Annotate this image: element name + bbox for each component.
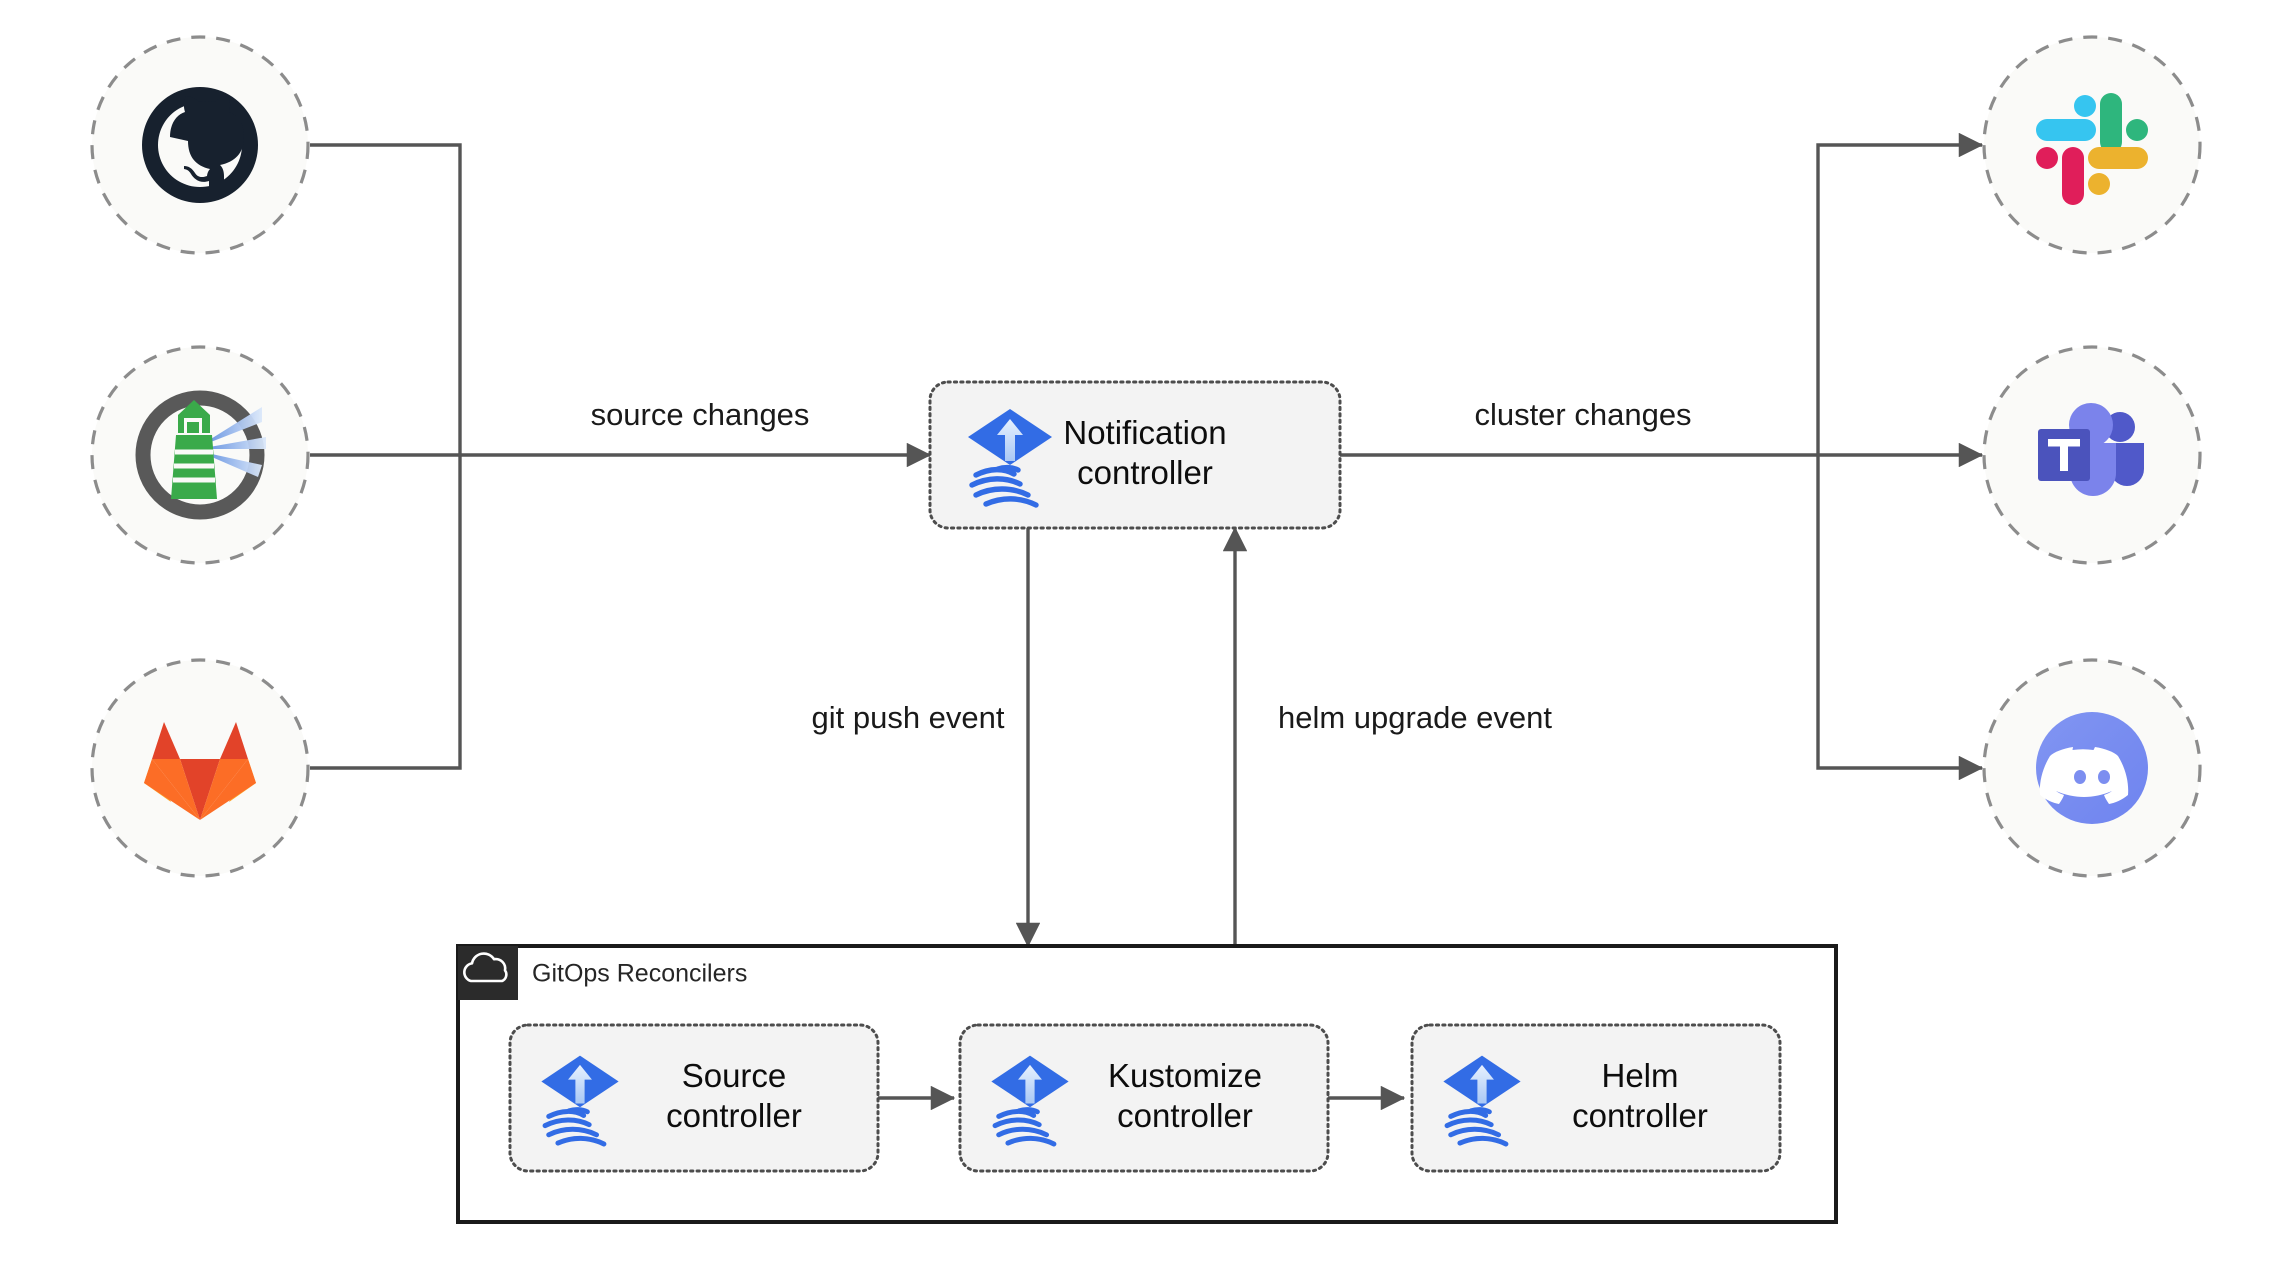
source-controller-label-line2: controller	[666, 1097, 802, 1134]
github-icon	[142, 87, 259, 203]
gitops-group-title: GitOps Reconcilers	[532, 960, 747, 988]
kustomize-controller-node[interactable]: Kustomize controller	[958, 1023, 1330, 1173]
notification-controller-node[interactable]: Notification controller	[928, 380, 1342, 530]
slack-node-circle	[1982, 35, 2202, 255]
flux-lighthouse-icon	[135, 390, 266, 520]
kustomize-controller-label-line1: Kustomize	[1108, 1057, 1262, 1094]
destination-node-teams[interactable]	[1982, 345, 2202, 565]
source-controller-box	[508, 1023, 880, 1173]
discord-icon	[2036, 712, 2148, 824]
cloud-icon	[463, 952, 508, 983]
helm-controller-node[interactable]: Helm controller	[1410, 1023, 1782, 1173]
helm-controller-box	[1410, 1023, 1782, 1173]
left-connectors	[310, 143, 932, 770]
edge-label-cluster-changes: cluster changes	[1474, 397, 1691, 432]
edge-label-source-changes: source changes	[591, 397, 810, 432]
helm-controller-label-line2: controller	[1572, 1097, 1708, 1134]
edge-to-discord	[1816, 455, 1984, 781]
gitops-reconcilers-group: GitOps Reconcilers Source controller	[456, 944, 1838, 1224]
notification-controller-box	[928, 380, 1342, 530]
source-controller-label-line1: Source	[682, 1057, 787, 1094]
flux-logo-icon	[968, 409, 1052, 508]
notification-controller-label-line2: controller	[1077, 454, 1213, 491]
right-connectors	[1340, 132, 1984, 781]
flux-logo-icon	[1443, 1055, 1521, 1147]
source-node-flux[interactable]	[90, 345, 310, 565]
edge-github-to-bus	[310, 143, 462, 455]
gitlab-icon	[144, 722, 256, 820]
kustomize-controller-label-line2: controller	[1117, 1097, 1253, 1134]
microsoft-teams-icon	[2038, 403, 2144, 496]
source-node-github[interactable]	[90, 35, 310, 255]
edge-gitlab-to-bus	[310, 455, 462, 770]
helm-controller-label-line1: Helm	[1601, 1057, 1678, 1094]
flux-logo-icon	[541, 1055, 619, 1147]
destination-node-discord[interactable]	[1982, 658, 2202, 878]
slack-icon	[2036, 93, 2148, 205]
kustomize-controller-box	[958, 1023, 1330, 1173]
flux-logo-icon	[991, 1055, 1069, 1147]
source-node-gitlab[interactable]	[90, 658, 310, 878]
edge-label-git-push-event: git push event	[811, 700, 1004, 735]
destination-node-slack[interactable]	[1982, 35, 2202, 255]
source-controller-node[interactable]: Source controller	[508, 1023, 880, 1173]
edge-to-slack	[1816, 132, 1984, 455]
notification-controller-label-line1: Notification	[1063, 414, 1226, 451]
edge-label-helm-upgrade-event: helm upgrade event	[1278, 700, 1552, 735]
